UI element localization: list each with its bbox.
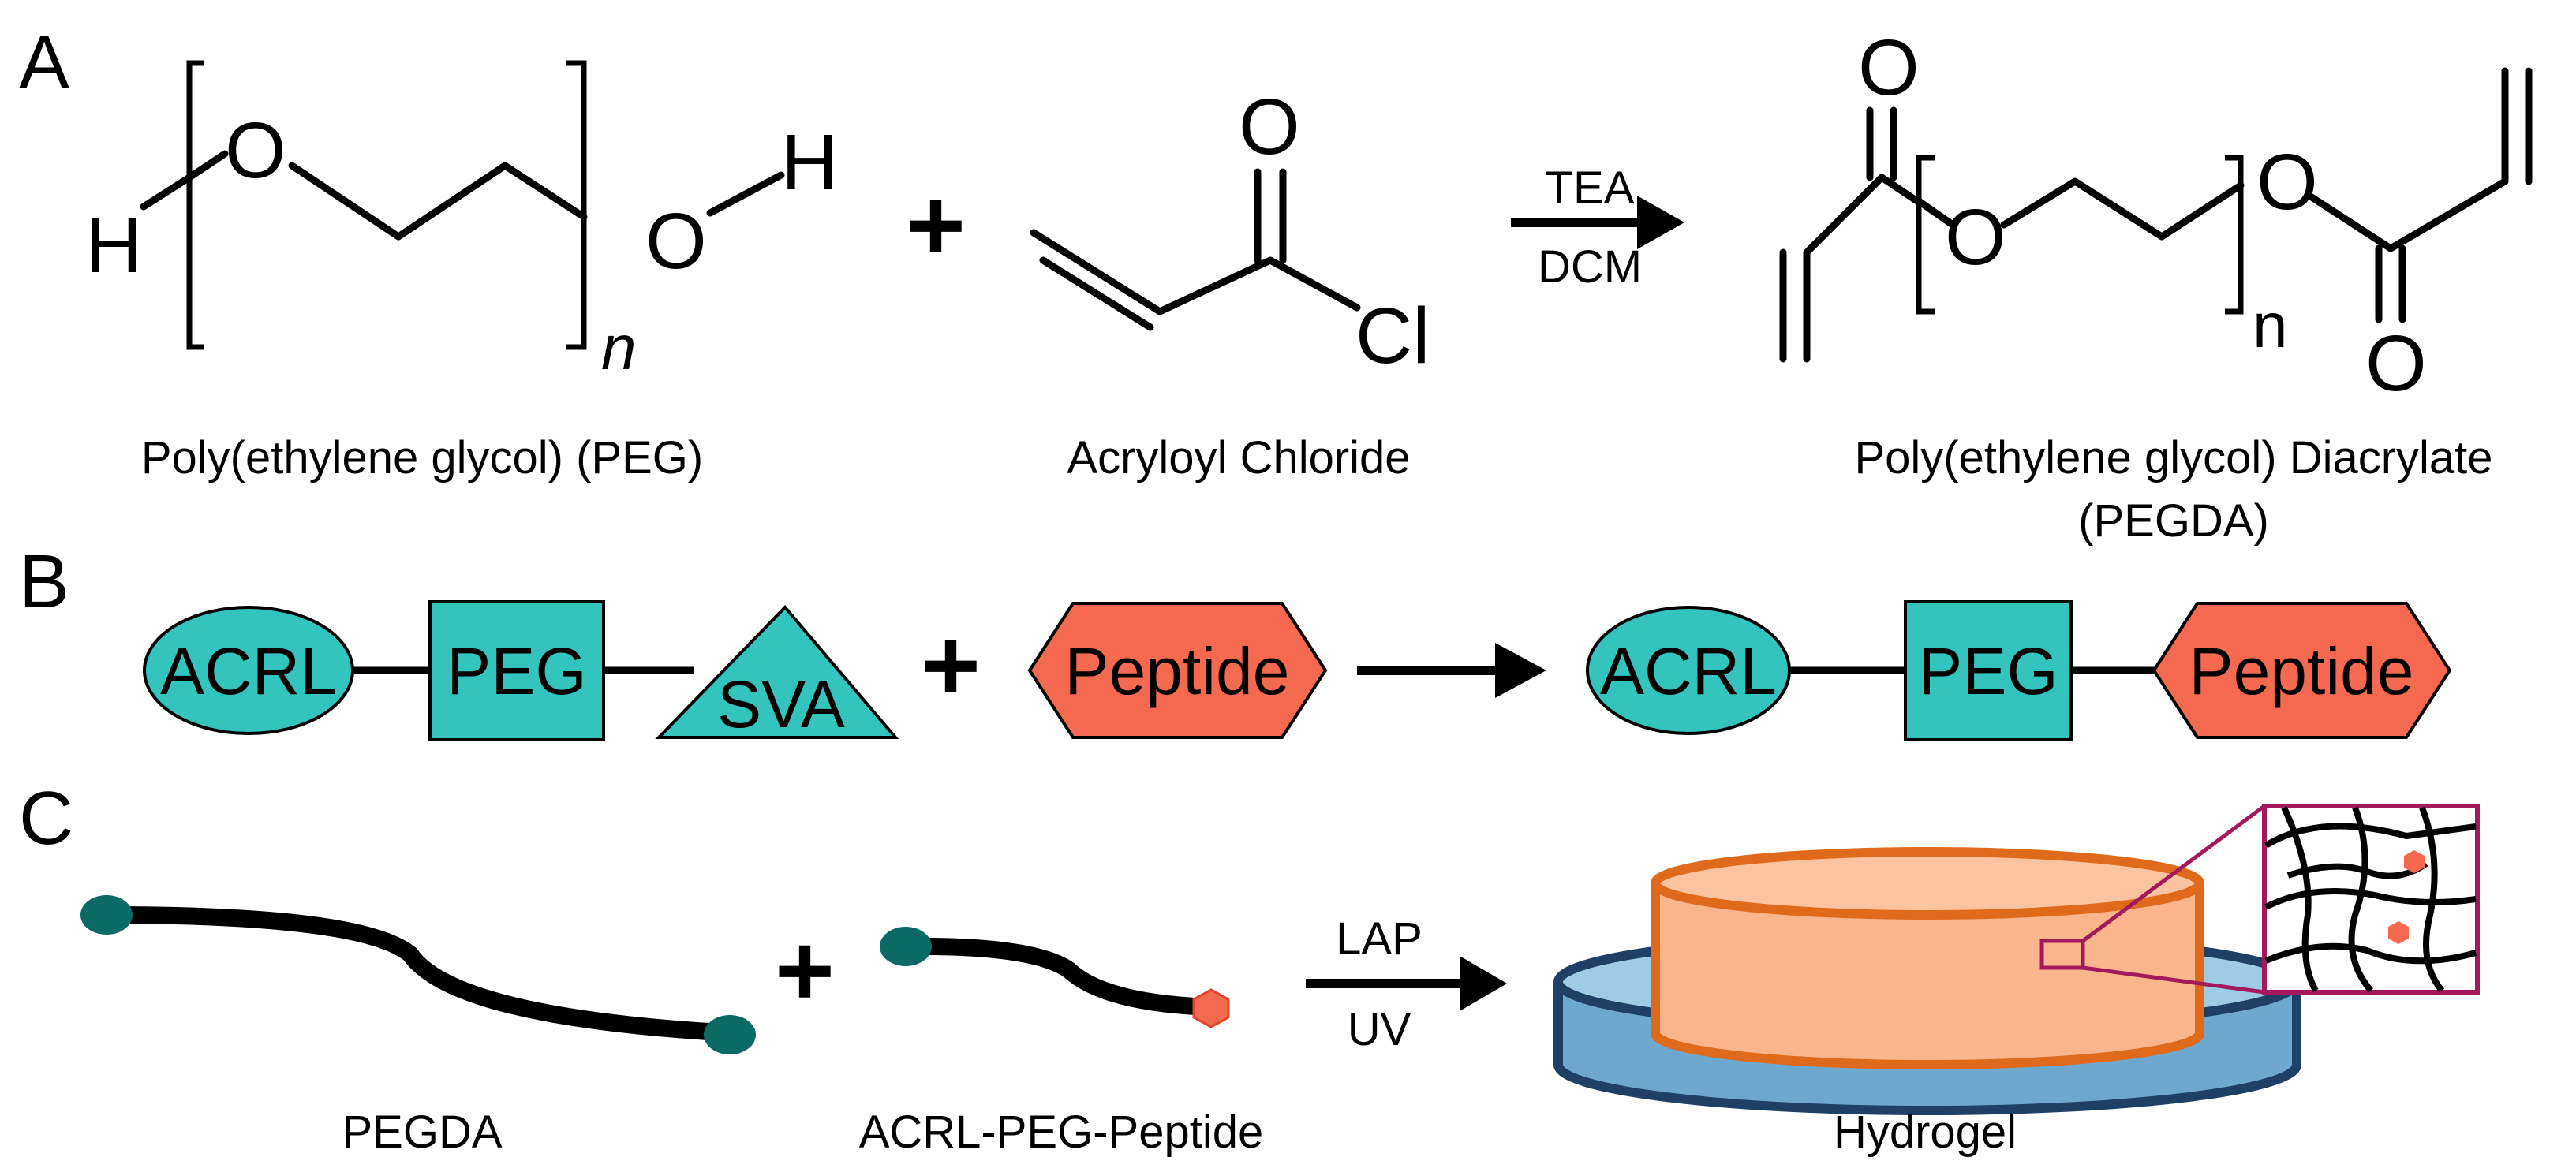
zoom-region-box xyxy=(2039,939,2085,970)
atom-h-left: H xyxy=(85,201,142,289)
pegda-chain-1 xyxy=(1915,197,1957,229)
pegda-structure: O O n O O Poly(ethylene glycol) Diacryla… xyxy=(1779,24,2533,547)
arrow-b-head xyxy=(1495,643,1546,698)
peg-bracket-left xyxy=(186,60,204,350)
peg-repeat-n: n xyxy=(601,312,637,383)
caption-pegda-line2: (PEGDA) xyxy=(2078,495,2269,547)
peg-structure: H O n O H Poly(ethylene glycol) (PEG) xyxy=(85,60,838,483)
reaction-arrow-c: LAP UV xyxy=(1306,913,1507,1055)
panel-label-c: C xyxy=(19,776,73,860)
panel-label-b: B xyxy=(19,539,69,624)
gel-top xyxy=(1651,847,2204,920)
acrl-ellipse-left xyxy=(143,606,354,735)
peg-bond-h-o xyxy=(140,150,229,211)
atom-o-pegda-right: O xyxy=(2256,138,2318,226)
peg-backbone xyxy=(288,162,588,241)
acryloyl-chloride-structure: O Cl Acryloyl Chloride xyxy=(1030,83,1430,483)
plus-c: + xyxy=(775,913,835,1028)
condition-uv: UV xyxy=(1348,1004,1411,1055)
arrow-a-head xyxy=(1637,196,1684,249)
atom-cl: Cl xyxy=(1355,292,1430,380)
atom-o-acryloyl: O xyxy=(1239,83,1300,171)
hydrogel-disc xyxy=(1651,847,2204,1069)
pegda-chain-diagram: PEGDA xyxy=(80,895,756,1158)
peg-bond-o-h xyxy=(706,171,785,217)
peg-label-right: PEG xyxy=(1918,634,2058,708)
inset-peptide-2 xyxy=(2388,921,2409,944)
atom-o-pegda-chain: O xyxy=(1945,193,2006,282)
acrl-peg-sva-construct: ACRL PEG SVA xyxy=(143,600,899,741)
zoom-line-bottom xyxy=(2082,965,2265,995)
peg-box-right xyxy=(1904,600,2073,741)
network-strands xyxy=(2264,806,2477,993)
peptide-hexagon-right xyxy=(2152,602,2452,739)
peptide-reactant: Peptide xyxy=(1027,602,1328,739)
acrl-label-left: ACRL xyxy=(160,634,337,708)
peg-bracket-right xyxy=(566,60,587,350)
condition-lap: LAP xyxy=(1336,913,1423,965)
pegda-bracket-left xyxy=(1916,155,1935,315)
acrl-peg-peptide-chain-diagram: ACRL-PEG-Peptide xyxy=(859,927,1264,1158)
atom-o-pegda-bottom: O xyxy=(2365,319,2427,408)
zoom-line-top xyxy=(2081,804,2266,943)
reaction-arrow-a: TEA DCM xyxy=(1511,162,1684,293)
inset-peptide-1 xyxy=(2404,850,2425,873)
caption-hydrogel: Hydrogel xyxy=(1834,1107,2017,1158)
pegda-chain-line xyxy=(98,906,742,1042)
panel-label-a: A xyxy=(19,21,69,105)
acrl-end-cap xyxy=(880,927,932,966)
pegda-end-cap-left xyxy=(80,895,133,935)
arrow-c-head xyxy=(1460,956,1507,1011)
network-inset xyxy=(2262,804,2480,995)
sva-label: SVA xyxy=(717,667,845,741)
acryloyl-vinyl-double xyxy=(1039,256,1154,331)
peptide-label-right: Peptide xyxy=(2189,634,2414,708)
atom-h-right: H xyxy=(781,118,838,207)
atom-o-pegda-top: O xyxy=(1858,24,1920,112)
acrl-ellipse-right xyxy=(1586,606,1791,735)
pegda-repeat-n: n xyxy=(2253,290,2288,360)
peg-box-left xyxy=(428,600,605,741)
condition-tea: TEA xyxy=(1546,162,1635,214)
pegda-chain-2 xyxy=(2000,177,2245,241)
plus-b: + xyxy=(921,607,981,722)
peg-label-left: PEG xyxy=(447,634,586,708)
sva-triangle xyxy=(655,605,899,739)
caption-acrl-peg-peptide: ACRL-PEG-Peptide xyxy=(859,1107,1264,1158)
gel-body xyxy=(1651,883,2204,1069)
acryloyl-backbone xyxy=(1030,229,1361,315)
acrl-label-right: ACRL xyxy=(1600,634,1777,708)
atom-o-right: O xyxy=(645,197,707,286)
caption-pegda-c: PEGDA xyxy=(342,1107,502,1158)
peptide-end-hexagon xyxy=(1192,988,1230,1028)
pegda-left-acrylate xyxy=(1803,174,1921,363)
caption-acryloyl-chloride: Acryloyl Chloride xyxy=(1067,432,1410,483)
pegda-right-acrylate xyxy=(2308,67,2509,252)
pegda-end-cap-right xyxy=(704,1015,756,1054)
peptide-hexagon-left xyxy=(1027,602,1328,739)
reaction-arrow-b xyxy=(1357,643,1546,698)
pegda-bracket-right xyxy=(2225,155,2244,315)
condition-dcm: DCM xyxy=(1538,241,1642,293)
hydrogel-illustration: Hydrogel xyxy=(1553,804,2480,1158)
caption-pegda-line1: Poly(ethylene glycol) Diacrylate xyxy=(1854,432,2492,483)
acrl-peg-peptide-chain-line xyxy=(897,937,1220,1016)
plus-a: + xyxy=(906,167,966,282)
peptide-label-left: Peptide xyxy=(1065,634,1290,708)
atom-o-left: O xyxy=(225,106,286,195)
acrl-peg-peptide-construct: ACRL PEG Peptide xyxy=(1586,600,2452,741)
caption-peg: Poly(ethylene glycol) (PEG) xyxy=(141,432,703,483)
